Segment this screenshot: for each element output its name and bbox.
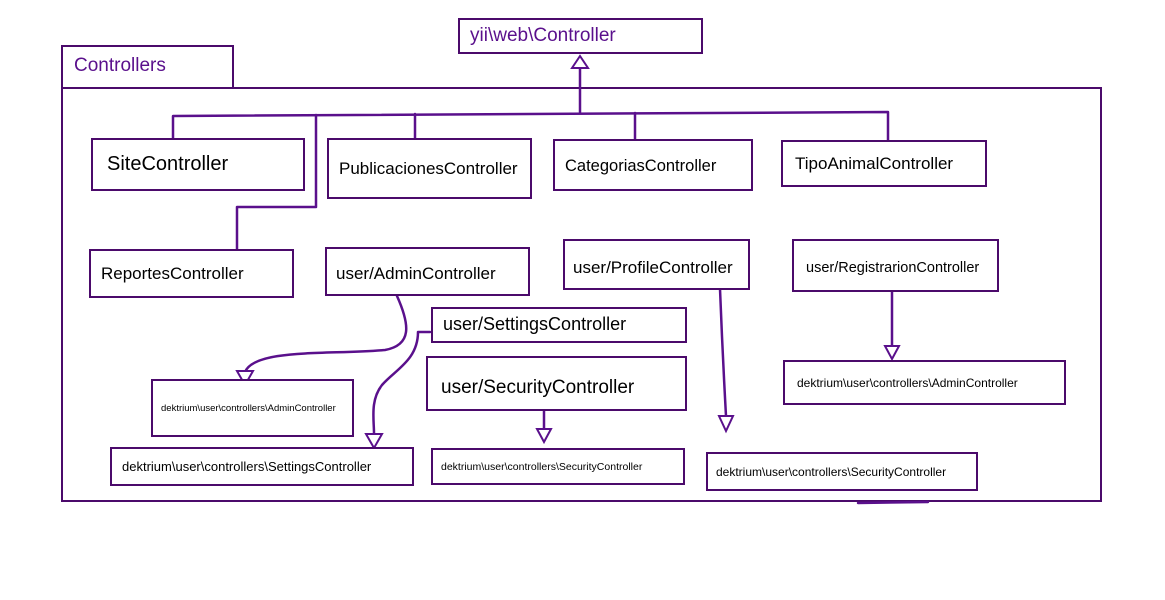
dektrium-admin-controller-right-box: dektrium\user\controllers\AdminControlle… [783, 360, 1066, 405]
dektrium-security-controller-mid-label: dektrium\user\controllers\SecurityContro… [441, 461, 643, 473]
profile-arrowhead [717, 415, 735, 434]
package-label: Controllers [74, 55, 166, 76]
admin-left-link [243, 294, 408, 374]
settings-arrowhead [364, 433, 384, 451]
reportes-controller-label: ReportesController [101, 263, 244, 283]
user-registration-controller-box: user/RegistrarionController [792, 239, 999, 292]
profile-link [718, 287, 728, 418]
dektrium-admin-controller-left-label: dektrium\user\controllers\AdminControlle… [161, 402, 336, 414]
user-security-controller-label: user/SecurityController [441, 377, 635, 398]
dektrium-admin-controller-right-label: dektrium\user\controllers\AdminControlle… [797, 375, 1018, 390]
parent-class-box: yii\web\Controller [458, 18, 703, 54]
user-registration-controller-label: user/RegistrarionController [806, 260, 980, 276]
user-profile-controller-label: user/ProfileController [573, 258, 733, 277]
admin-left-arrowhead [235, 370, 255, 388]
user-profile-controller-box: user/ProfileController [563, 239, 750, 290]
inheritance-bus [171, 110, 890, 144]
tipo-animal-controller-label: TipoAnimalController [795, 153, 954, 173]
dektrium-security-controller-right-label: dektrium\user\controllers\SecurityContro… [716, 464, 947, 479]
dektrium-settings-controller-box: dektrium\user\controllers\SettingsContro… [110, 447, 414, 486]
dektrium-settings-controller-label: dektrium\user\controllers\SettingsContro… [122, 459, 372, 474]
security-mid-arrowhead [535, 428, 553, 445]
publicaciones-controller-label: PublicacionesController [339, 158, 518, 178]
generalization-arrowhead [570, 54, 590, 69]
user-admin-controller-box: user/AdminController [325, 247, 530, 296]
user-settings-controller-label: user/SettingsController [443, 314, 627, 334]
dektrium-security-controller-mid-box: dektrium\user\controllers\SecurityContro… [431, 448, 685, 485]
publicaciones-controller-box: PublicacionesController [327, 138, 532, 199]
user-admin-controller-label: user/AdminController [336, 264, 496, 283]
user-security-controller-box: user/SecurityController [426, 356, 687, 411]
user-settings-controller-box: user/SettingsController [431, 307, 687, 343]
package-tab: Controllers [61, 45, 234, 89]
dektrium-security-controller-right-box: dektrium\user\controllers\SecurityContro… [706, 452, 978, 491]
parent-class-label: yii\web\Controller [470, 25, 616, 46]
categorias-controller-label: CategoriasController [565, 157, 717, 175]
dektrium-admin-controller-left-box: dektrium\user\controllers\AdminControlle… [151, 379, 354, 437]
site-controller-label: SiteController [107, 153, 229, 175]
tipo-animal-controller-box: TipoAnimalController [781, 140, 987, 187]
reportes-controller-box: ReportesController [89, 249, 294, 298]
stray-mark [856, 500, 930, 505]
reportes-link [235, 113, 318, 251]
categorias-controller-box: CategoriasController [553, 139, 753, 191]
site-controller-box: SiteController [91, 138, 305, 191]
package-frame [61, 87, 1102, 502]
registration-arrowhead [883, 345, 901, 362]
settings-link [372, 330, 432, 435]
